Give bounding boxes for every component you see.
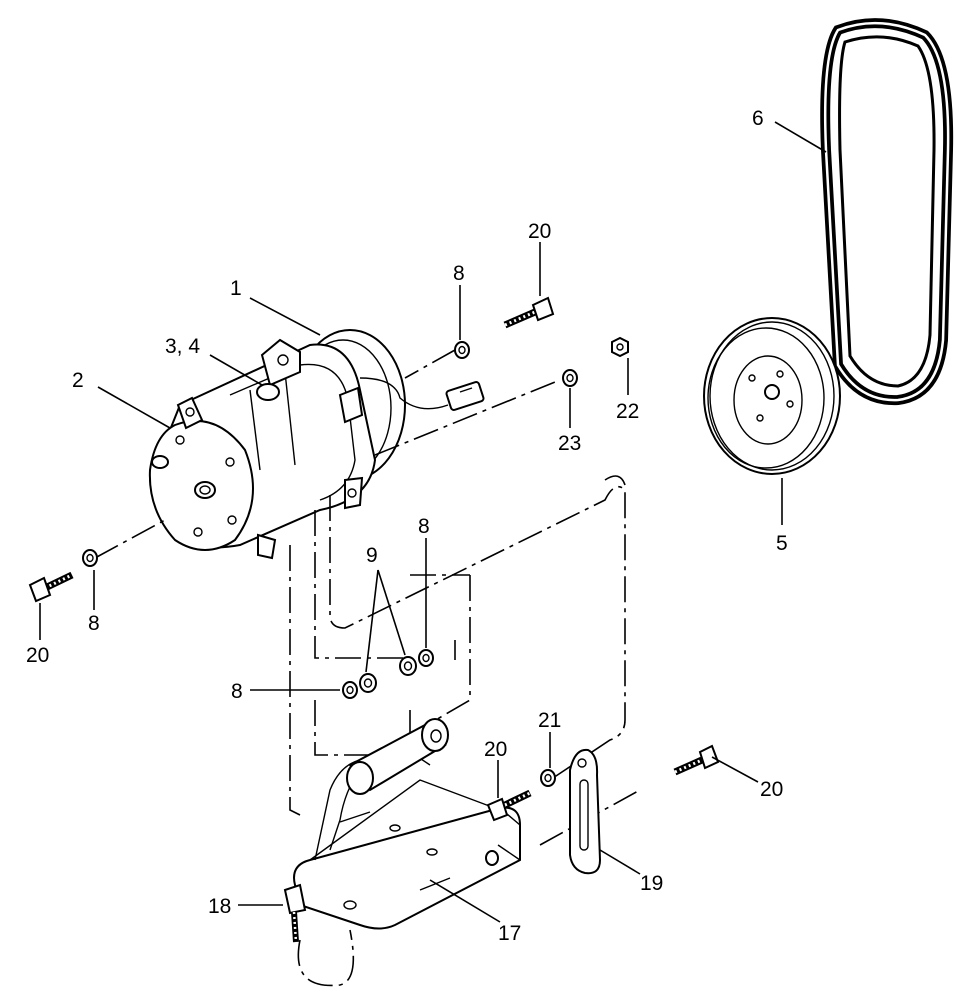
callout-part-1: 1 xyxy=(230,277,242,300)
bolt-icon xyxy=(28,296,720,943)
callout-part-17: 17 xyxy=(498,922,521,945)
callout-part-20-left: 20 xyxy=(26,644,49,667)
pulley-icon xyxy=(703,317,841,475)
callout-part-20-right: 20 xyxy=(760,778,783,801)
callout-part-21: 21 xyxy=(538,709,561,732)
nut-icon xyxy=(611,336,629,358)
callout-part-23: 23 xyxy=(558,432,581,455)
callout-part-19: 19 xyxy=(640,872,663,895)
callout-part-20-top: 20 xyxy=(528,220,551,243)
ac-compressor-icon xyxy=(148,329,485,560)
callout-part-8-left: 8 xyxy=(88,612,100,635)
washer-icon xyxy=(82,341,578,787)
v-belt-icon xyxy=(820,18,954,406)
callout-part-8-top: 8 xyxy=(453,262,465,285)
callout-part-6: 6 xyxy=(752,107,764,130)
callout-part-3-4: 3, 4 xyxy=(165,335,200,358)
callout-part-9: 9 xyxy=(366,544,378,567)
callout-part-22: 22 xyxy=(616,400,639,423)
part-callouts: 1 2 3, 4 5 6 8 8 8 8 9 17 18 19 20 20 20… xyxy=(26,107,788,945)
mounting-bracket-icon xyxy=(293,718,521,930)
leader-lines xyxy=(39,121,827,923)
callout-part-18: 18 xyxy=(208,895,231,918)
callout-part-5: 5 xyxy=(776,532,788,555)
callout-part-2: 2 xyxy=(72,369,84,392)
callout-part-8-mid-left: 8 xyxy=(231,680,243,703)
slotted-strap-icon xyxy=(569,748,602,875)
callout-part-20-mid: 20 xyxy=(484,738,507,761)
callout-part-8-mid-right: 8 xyxy=(418,515,430,538)
